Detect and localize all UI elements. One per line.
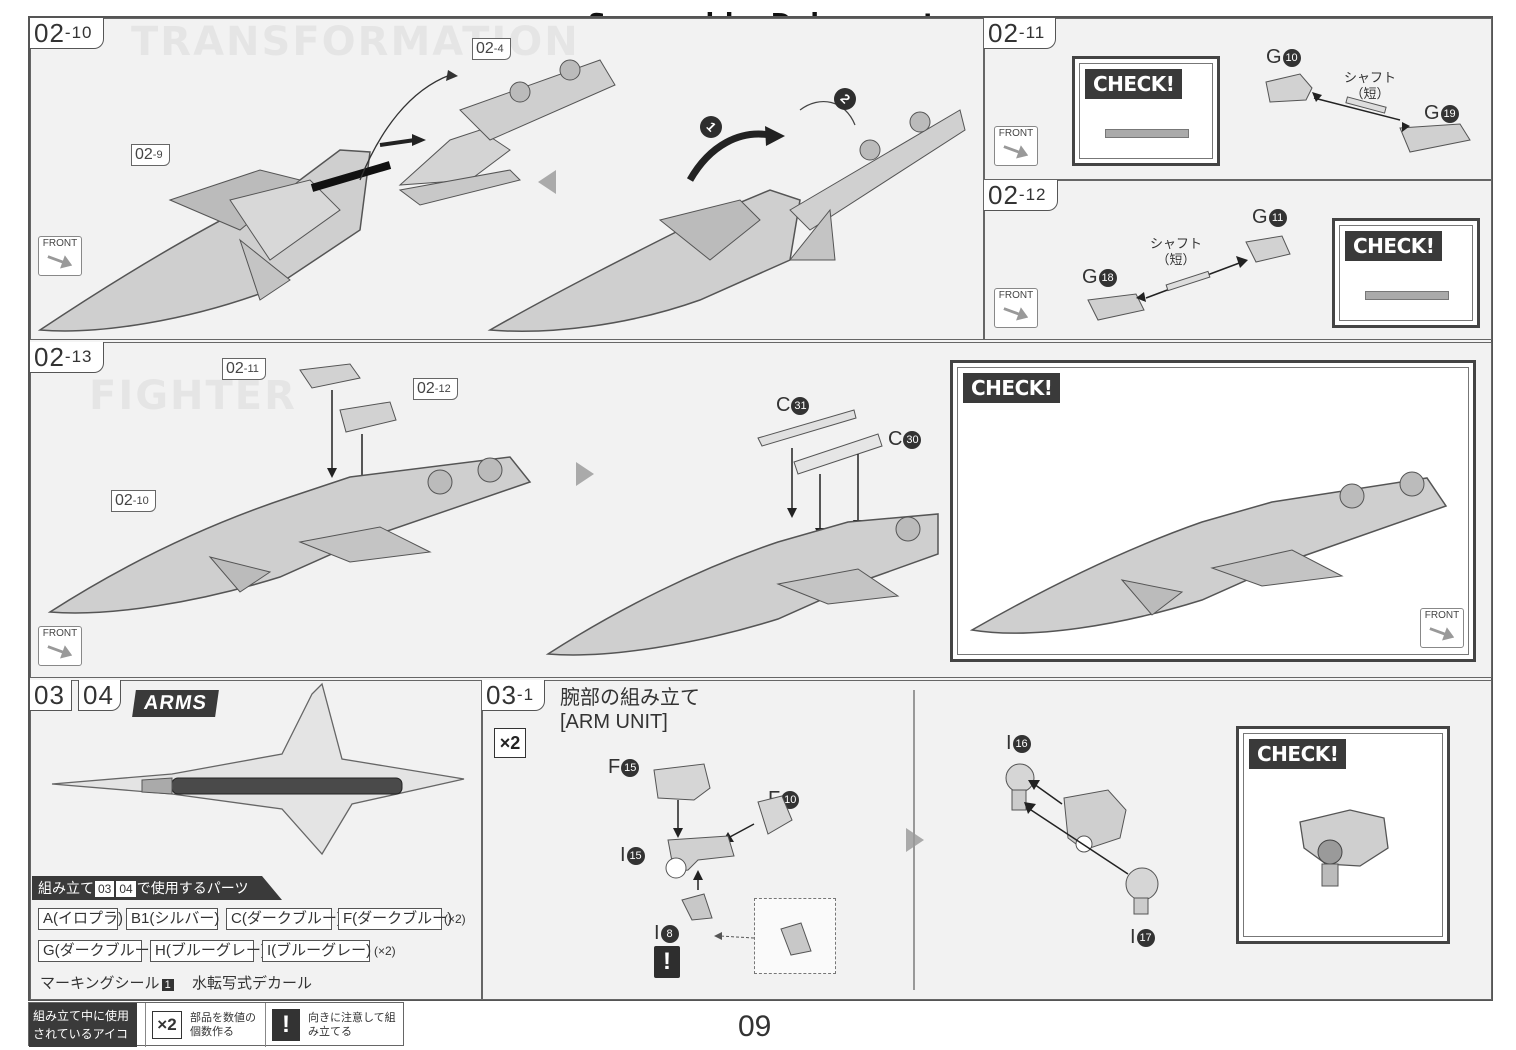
check-tag: CHECK! — [1085, 69, 1183, 99]
legend-orientation-text: 向きに注意して組み立てる — [308, 1012, 396, 1038]
parts-runner-f-multiplier: (×2) — [444, 912, 466, 926]
front-arrow-icon — [1427, 622, 1456, 644]
front-badge: FRONT — [1420, 608, 1464, 648]
front-badge: FRONT — [38, 626, 82, 666]
check-tag: CHECK! — [1345, 231, 1443, 261]
fighter-illustration-02-13-a — [47, 363, 532, 614]
fighter-illustration-02-10-a — [37, 59, 616, 332]
shaft-assembly-illustration-02-12 — [1087, 235, 1291, 321]
arms-overview-fighter-illustration — [51, 682, 465, 856]
front-badge: FRONT — [38, 236, 82, 276]
check-tag: CHECK! — [963, 373, 1061, 403]
parts-runner-h: H(ブルーグレー) — [150, 940, 266, 962]
step-label-03-1: 03-1 — [482, 680, 546, 711]
orientation-warning-icon: ! — [654, 946, 680, 978]
check-tag: CHECK! — [1249, 739, 1347, 769]
exclamation-icon: ! — [272, 1009, 300, 1041]
ref-label-02-9: 02-9 — [131, 144, 170, 166]
icon-legend-title: 組み立て中に使用されているアイコン — [29, 1003, 137, 1050]
check-indicator-bar — [1105, 129, 1189, 138]
ref-label-02-10: 02-10 — [111, 490, 156, 512]
front-badge: FRONT — [994, 126, 1038, 166]
watermark-fighter: FIGHTER — [89, 373, 297, 419]
legend-quantity-icon-cell: ×2 部品を数値の個数作る — [145, 1003, 265, 1047]
step-arrow-02-13 — [576, 462, 594, 486]
parts-runner-a: A(イロプラ) — [38, 908, 123, 930]
front-arrow-icon — [45, 640, 74, 662]
step-arrow-03-1 — [906, 828, 924, 852]
front-arrow-icon — [1001, 140, 1030, 162]
dashed-guide-arrow — [714, 932, 755, 940]
ref-label-02-11: 02-11 — [222, 358, 266, 380]
page-number: 09 — [738, 1010, 772, 1043]
front-arrow-icon — [1001, 302, 1030, 324]
ref-label-02-4: 02-4 — [472, 38, 511, 60]
detail-inset-part-i8 — [754, 898, 836, 974]
shaft-assembly-illustration-02-11 — [1265, 73, 1471, 153]
waterslide-decal-label: 水転写式デカール — [192, 975, 313, 992]
parts-runner-f: F(ダークブルー) — [338, 908, 452, 930]
step-label-02-12: 02-12 — [984, 180, 1058, 211]
legend-orientation-icon-cell: ! 向きに注意して組み立てる — [265, 1003, 405, 1047]
parts-runner-b1: B1(シルバー) — [126, 908, 219, 930]
quantity-x2-badge: ×2 — [494, 728, 526, 758]
check-indicator-bar — [1365, 291, 1449, 300]
fighter-illustration-02-13-b — [545, 409, 939, 656]
fighter-check-illustration-02-13 — [969, 471, 1448, 634]
arm-unit-assembly-illustration — [653, 763, 793, 921]
fighter-illustration-02-10-b — [487, 101, 966, 332]
quantity-x2-icon: ×2 — [152, 1011, 182, 1039]
step-divider-line — [913, 690, 915, 990]
shaft-short-note-02-12: シャフト（短） — [1150, 236, 1203, 267]
step-label-02-10: 02-10 — [30, 18, 104, 49]
shaft-short-note-02-11: シャフト（短） — [1344, 70, 1397, 101]
step-label-02-11: 02-11 — [984, 18, 1057, 49]
arm-unit-check-illustration — [1299, 809, 1389, 887]
parts-runner-i: I(ブルーグレー) — [262, 940, 371, 962]
marking-sticker-number: 1 — [161, 979, 174, 991]
ref-label-02-12: 02-12 — [413, 378, 458, 400]
panel-step-02-11 — [984, 18, 1492, 180]
check-box-02-11: CHECK! — [1072, 56, 1220, 166]
section-number-04: 04 — [78, 680, 121, 711]
arm-joint-assembly-illustration — [1005, 763, 1159, 915]
check-box-02-12: CHECK! — [1332, 218, 1480, 328]
arm-unit-title: 腕部の組み立て[ARM UNIT] — [560, 687, 700, 733]
parts-runner-c: C(ダークブルー) — [226, 908, 342, 930]
legend-quantity-text: 部品を数値の個数作る — [190, 1012, 256, 1038]
parts-runner-g: G(ダークブルー) — [38, 940, 155, 962]
front-badge: FRONT — [994, 288, 1038, 328]
step-label-02-13: 02-13 — [30, 342, 104, 373]
part-i8-detail-illustration — [780, 922, 812, 956]
icon-legend: 組み立て中に使用されているアイコン ×2 部品を数値の個数作る ! 向きに注意し… — [28, 1002, 405, 1050]
parts-runner-i-multiplier: (×2) — [374, 944, 396, 958]
section-number-03: 03 — [30, 680, 72, 711]
